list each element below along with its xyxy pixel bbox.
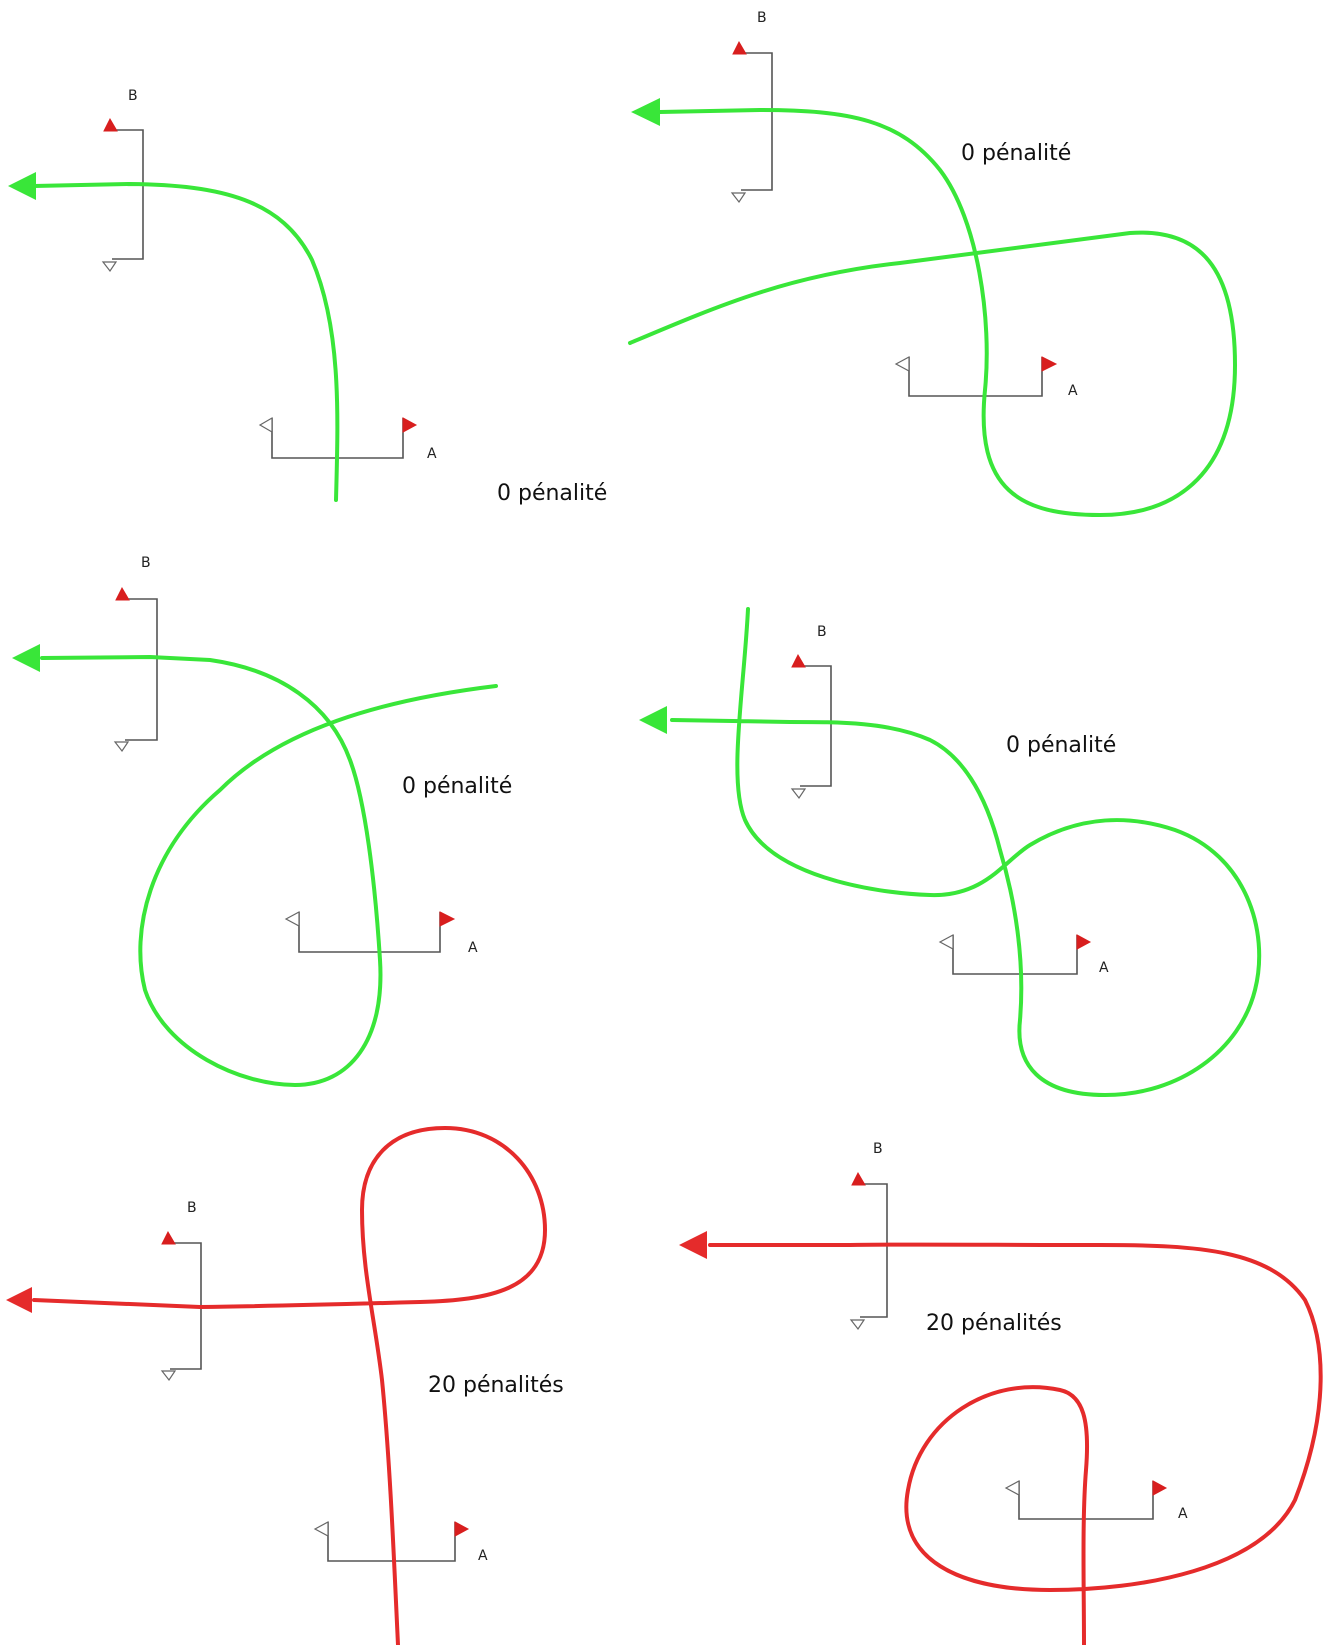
penalty-label: 0 pénalité: [1006, 733, 1116, 758]
arrow-head-icon: [6, 1287, 32, 1313]
gate-label-b: B: [187, 1200, 197, 1216]
flag-red-icon: [402, 417, 418, 433]
gate-a: A: [938, 933, 1109, 976]
gate-a: A: [1004, 1479, 1188, 1522]
flag-red-icon: [439, 911, 456, 927]
gate-b: B: [790, 624, 832, 800]
arrow-head-icon: [631, 98, 660, 126]
flag-white-icon: [284, 910, 300, 928]
gate-a: A: [313, 1520, 488, 1564]
panel-2: B A 0 pénalité: [628, 10, 1237, 517]
flag-white-icon: [730, 192, 747, 204]
flag-white-icon: [101, 261, 118, 273]
flag-white-icon: [258, 416, 273, 434]
flag-red-icon: [103, 117, 118, 132]
penalty-label: 20 pénalités: [926, 1311, 1062, 1336]
gate-label-b: B: [757, 10, 767, 26]
gate-a: A: [894, 355, 1078, 399]
gate-label-a: A: [478, 1548, 488, 1564]
gate-b: B: [730, 10, 773, 204]
flag-red-icon: [791, 653, 806, 668]
penalty-label: 0 pénalité: [402, 774, 512, 799]
gate-label-a: A: [1099, 960, 1109, 976]
panel-3: B A 0 pénalité: [12, 555, 512, 1087]
gate-a: A: [258, 416, 437, 462]
flag-white-icon: [160, 1370, 177, 1382]
flag-white-icon: [1004, 1479, 1020, 1497]
flag-red-icon: [161, 1230, 176, 1245]
gate-label-b: B: [141, 555, 151, 571]
gate-b: B: [849, 1141, 888, 1331]
flag-red-icon: [115, 586, 130, 601]
gate-label-a: A: [1178, 1506, 1188, 1522]
flag-white-icon: [113, 741, 130, 753]
flag-white-icon: [849, 1319, 866, 1331]
gate-label-b: B: [873, 1141, 883, 1157]
trajectory-path: [32, 182, 340, 502]
flag-white-icon: [938, 933, 954, 951]
panel-6: B A 20 pénalités: [679, 1141, 1323, 1645]
arrow-head-icon: [679, 1231, 707, 1259]
gate-label-b: B: [817, 624, 827, 640]
gate-label-a: A: [427, 446, 437, 462]
gate-b: B: [101, 88, 144, 273]
gate-a: A: [284, 910, 478, 956]
arrow-head-icon: [639, 706, 667, 734]
flag-red-icon: [732, 40, 747, 55]
trajectory-path: [32, 1126, 547, 1645]
panel-1: B A 0 pénalité: [8, 88, 607, 506]
arrow-head-icon: [8, 172, 36, 200]
trajectory-path: [628, 108, 1237, 517]
gate-b: B: [113, 555, 158, 753]
trajectory-path: [708, 1242, 1323, 1645]
penalty-label: 20 pénalités: [428, 1373, 564, 1398]
arrow-head-icon: [12, 644, 40, 672]
penalty-label: 0 pénalité: [961, 141, 1071, 166]
gate-label-b: B: [128, 88, 138, 104]
panel-5: B A 20 pénalités: [6, 1126, 564, 1645]
flag-red-icon: [1041, 356, 1058, 372]
flag-white-icon: [790, 788, 807, 800]
gate-label-a: A: [1068, 383, 1078, 399]
panel-4: B A 0 pénalité: [639, 607, 1262, 1097]
gate-label-a: A: [468, 940, 478, 956]
flag-red-icon: [1076, 934, 1092, 950]
flag-white-icon: [894, 355, 910, 373]
trajectory-path: [670, 607, 1262, 1097]
flag-red-icon: [1152, 1480, 1168, 1496]
penalty-label: 0 pénalité: [497, 481, 607, 506]
trajectory-path: [40, 655, 498, 1087]
flag-red-icon: [851, 1171, 866, 1186]
flag-red-icon: [454, 1521, 470, 1537]
flag-white-icon: [313, 1520, 329, 1538]
gate-b: B: [160, 1200, 202, 1382]
